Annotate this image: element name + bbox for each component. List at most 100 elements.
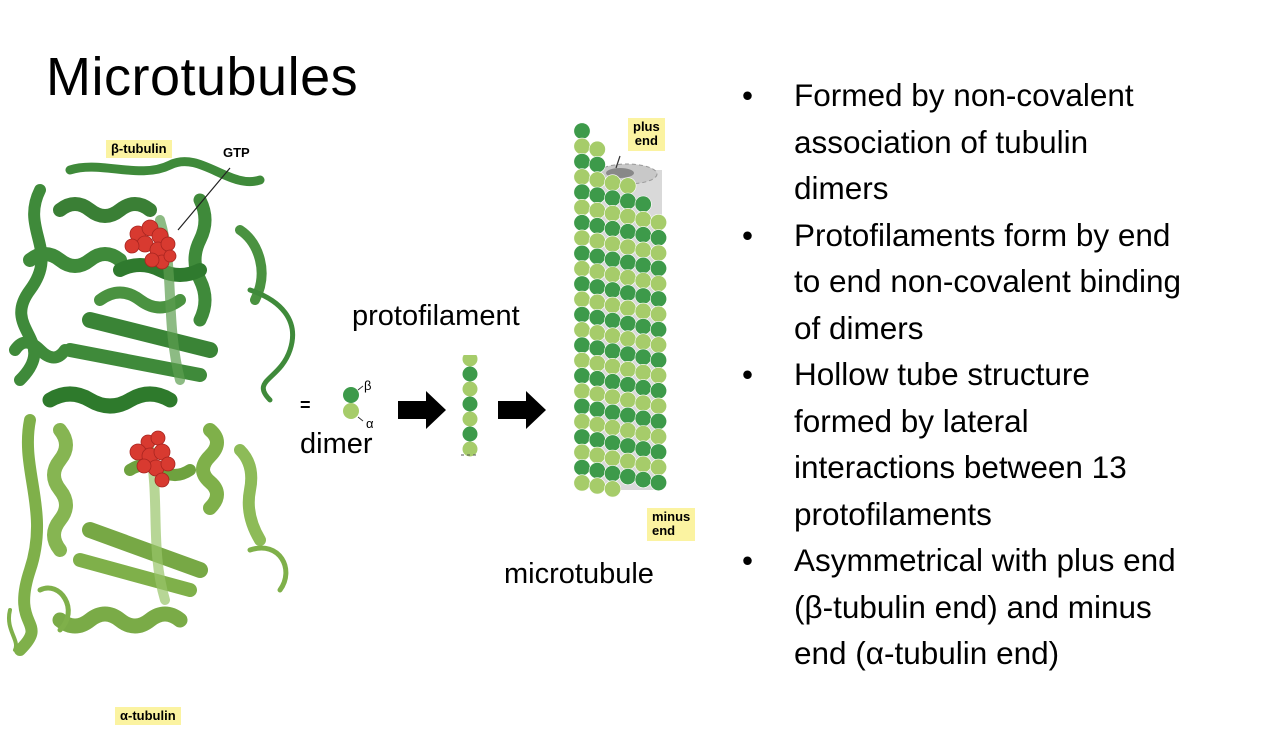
bullet-line: Asymmetrical with plus end: [794, 542, 1176, 578]
microtubule-alpha-subunit: [604, 205, 622, 223]
microtubule-alpha-subunit: [604, 327, 622, 345]
microtubule-beta-subunit: [573, 153, 591, 171]
bullet-list: • Formed by non-covalent association of …: [742, 72, 1262, 677]
microtubule-alpha-subunit: [634, 333, 652, 351]
microtubule-alpha-subunit: [604, 174, 622, 192]
beta-tubulin-ribbon: [9, 157, 296, 414]
microtubule-beta-subunit: [619, 376, 637, 394]
microtubule-beta-subunit: [619, 468, 637, 486]
microtubule-alpha-subunit: [588, 202, 606, 220]
microtubule-beta-subunit: [573, 367, 591, 385]
microtubule-beta-subunit: [650, 382, 668, 400]
bullet-item: • Hollow tube structure formed by latera…: [742, 351, 1262, 537]
microtubule-beta-subunit: [634, 379, 652, 397]
microtubule-beta-subunit: [634, 318, 652, 336]
microtubule-alpha-subunit: [604, 235, 622, 253]
microtubule-alpha-subunit: [634, 302, 652, 320]
microtubule-alpha-subunit: [588, 385, 606, 403]
microtubule-alpha-subunit: [650, 305, 668, 323]
microtubule-alpha-subunit: [573, 443, 591, 461]
bullet-line: Formed by non-covalent: [794, 77, 1134, 113]
microtubule-beta-subunit: [588, 462, 606, 480]
microtubule-beta-subunit: [588, 156, 606, 174]
microtubule-beta-subunit: [619, 315, 637, 333]
microtubule-alpha-subunit: [573, 352, 591, 370]
microtubule-alpha-subunit: [634, 455, 652, 473]
microtubule-alpha-subunit: [650, 428, 668, 446]
microtubule-alpha-subunit: [650, 458, 668, 476]
microtubule-alpha-subunit: [604, 358, 622, 376]
microtubule-beta-subunit: [650, 229, 668, 247]
microtubule-beta-subunit: [573, 122, 591, 140]
microtubule-beta-subunit: [588, 247, 606, 265]
microtubule-beta-subunit: [619, 406, 637, 424]
protofilament-label: protofilament: [352, 300, 520, 332]
bullet-item: • Asymmetrical with plus end (β-tubulin …: [742, 537, 1262, 677]
microtubule-alpha-subunit: [573, 168, 591, 186]
microtubule-beta-subunit: [650, 321, 668, 339]
microtubule-beta-subunit: [604, 189, 622, 207]
microtubule-alpha-subunit: [588, 446, 606, 464]
microtubule-beta-subunit: [588, 217, 606, 235]
microtubule-alpha-subunit: [573, 413, 591, 431]
microtubule-beta-subunit: [619, 223, 637, 241]
microtubule-beta-subunit: [634, 195, 652, 213]
slide-title: Microtubules: [46, 47, 359, 107]
microtubule-beta-subunit: [650, 351, 668, 369]
microtubule-alpha-subunit: [604, 388, 622, 406]
microtubule-alpha-subunit: [634, 241, 652, 259]
beta-tubulin-label: β-tubulin: [106, 140, 172, 159]
microtubule-alpha-subunit: [619, 238, 637, 256]
microtubule-alpha-subunit: [619, 269, 637, 287]
protofilament-beta-subunit: [462, 396, 478, 412]
protofilament-alpha-subunit: [462, 441, 478, 457]
bullet-dot-icon: •: [742, 77, 754, 113]
microtubule-alpha-subunit: [619, 330, 637, 348]
microtubule-beta-subunit: [588, 431, 606, 449]
microtubule-beta-subunit: [588, 186, 606, 204]
plus-end-line-1: plus: [633, 119, 660, 134]
microtubule-beta-subunit: [604, 403, 622, 421]
microtubule-alpha-subunit: [573, 199, 591, 217]
microtubule-alpha-subunit: [588, 140, 606, 158]
microtubule-beta-subunit: [588, 370, 606, 388]
bullet-line: formed by lateral: [794, 402, 1029, 439]
microtubule-alpha-subunit: [634, 394, 652, 412]
protofilament-beta-subunit: [462, 366, 478, 382]
bullet-line: interactions between 13: [794, 449, 1127, 485]
dimer-alpha-subunit: [343, 403, 359, 419]
microtubule-alpha-subunit: [604, 449, 622, 467]
microtubule-beta-subunit: [573, 244, 591, 262]
microtubule-alpha-subunit: [604, 296, 622, 314]
equals-sign: =: [300, 395, 311, 415]
bullet-dot-icon: •: [742, 356, 754, 392]
microtubule-beta-subunit: [604, 373, 622, 391]
minus-end-label: minus end: [647, 508, 696, 541]
microtubule-beta-subunit: [634, 348, 652, 366]
alpha-pointer: [357, 416, 364, 422]
beta-symbol: β: [364, 378, 372, 393]
alpha-gtp-spheres: [129, 430, 176, 488]
microtubule-beta-subunit: [634, 287, 652, 305]
dimer-beta-subunit: [343, 387, 359, 403]
microtubule-alpha-subunit: [650, 336, 668, 354]
bullet-item: • Protofilaments form by end to end non-…: [742, 212, 1262, 352]
microtubule-alpha-subunit: [650, 397, 668, 415]
microtubule-beta-subunit: [604, 434, 622, 452]
microtubule-beta-subunit: [573, 306, 591, 324]
microtubule-beta-subunit: [650, 443, 668, 461]
microtubule-alpha-subunit: [588, 416, 606, 434]
microtubule-alpha-subunit: [588, 293, 606, 311]
microtubule-alpha-subunit: [573, 474, 591, 492]
microtubule-label: microtubule: [504, 558, 654, 590]
bullet-line: Hollow tube structure: [794, 356, 1090, 392]
microtubule-alpha-subunit: [619, 208, 637, 226]
alpha-tubulin-label: α-tubulin: [115, 707, 181, 726]
protofilament-beta-subunit: [462, 426, 478, 442]
microtubule-beta-subunit: [650, 412, 668, 430]
microtubule-alpha-subunit: [573, 260, 591, 278]
beta-pointer: [357, 385, 364, 391]
microtubule-beta-subunit: [650, 474, 668, 492]
microtubule-beta-subunit: [588, 339, 606, 357]
bullet-line: association of tubulin: [794, 123, 1089, 160]
